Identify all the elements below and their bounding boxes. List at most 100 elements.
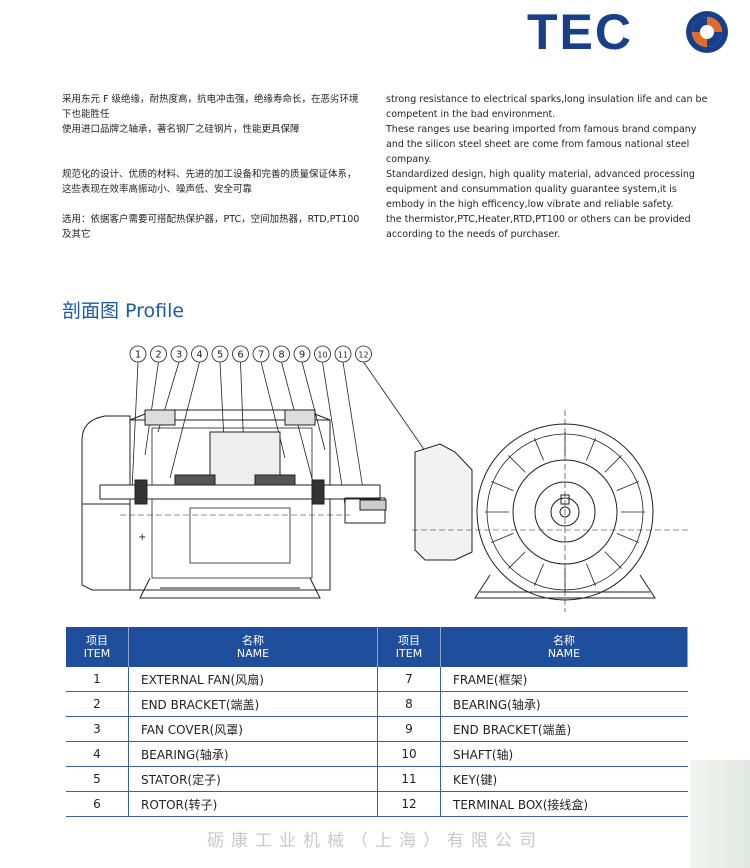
item-number: 9 bbox=[377, 716, 441, 742]
item-number: 11 bbox=[377, 766, 441, 792]
name-header-en: NAME bbox=[236, 647, 270, 660]
logo-swirl-icon bbox=[686, 11, 728, 53]
en-line: according to the needs of purchaser. bbox=[386, 229, 561, 240]
callout-leader-line bbox=[131, 361, 139, 491]
item-header: 项目 ITEM bbox=[377, 627, 441, 667]
item-header-cn: 项目 bbox=[86, 634, 108, 647]
decorative-background-shape bbox=[690, 760, 750, 868]
callout-number: 11 bbox=[338, 351, 348, 360]
callout-circle bbox=[252, 345, 270, 363]
item-header-cn: 项目 bbox=[398, 634, 420, 647]
item-number: 12 bbox=[377, 791, 441, 817]
callout-number: 9 bbox=[299, 350, 305, 361]
chinese-description-2: 规范化的设计、优质的材料、先进的加工设备和完善的质量保证体系， 这些表现在效率高… bbox=[62, 167, 357, 197]
parts-table: 项目 ITEM 名称 NAME 项目 ITEM 名称 NAME 1 EXTERN… bbox=[66, 627, 688, 817]
table-row: 1 EXTERNAL FAN(风扇) 7 FRAME(框架) bbox=[66, 667, 688, 692]
callout-circle bbox=[211, 345, 229, 363]
cooling-fin bbox=[586, 437, 596, 461]
chinese-description-3: 选用：依据客户需要可搭配热保护器，PTC，空间加热器，RTD,PT100 及其它 bbox=[62, 212, 359, 242]
callout-leader-line bbox=[363, 361, 431, 459]
callout-circle bbox=[334, 345, 352, 363]
callout-leader-line bbox=[342, 361, 366, 503]
table-row: 6 ROTOR(转子) 12 TERMINAL BOX(接线盒) bbox=[66, 791, 688, 817]
table-header-row: 项目 ITEM 名称 NAME 项目 ITEM 名称 NAME bbox=[66, 627, 688, 667]
english-description: strong resistance to electrical sparks,l… bbox=[386, 92, 707, 242]
item-name: FRAME(框架) bbox=[440, 667, 688, 692]
cn-line: 这些表现在效率高振动小、噪声低、安全可靠 bbox=[62, 184, 253, 195]
svg-text:+: + bbox=[138, 532, 146, 543]
item-number: 2 bbox=[66, 691, 129, 717]
callout-circle bbox=[150, 345, 167, 363]
cooling-fin bbox=[534, 437, 544, 461]
item-number: 7 bbox=[377, 667, 441, 692]
company-footer: 砺康工业机械（上海）有限公司 bbox=[207, 831, 543, 851]
en-line: equipment and consummation quality guara… bbox=[386, 184, 677, 195]
callout-number: 4 bbox=[196, 350, 202, 361]
cooling-fin bbox=[616, 481, 640, 491]
cooling-fin bbox=[604, 551, 622, 569]
item-number: 1 bbox=[66, 667, 129, 692]
item-number: 8 bbox=[377, 691, 441, 717]
item-name: TERMINAL BOX(接线盒) bbox=[440, 791, 688, 817]
callout-circle bbox=[314, 345, 331, 363]
callout-number: 5 bbox=[217, 350, 223, 361]
callout-leader-line bbox=[144, 361, 159, 456]
en-line: and the silicon steel sheet are come fro… bbox=[386, 139, 690, 150]
item-header: 项目 ITEM bbox=[66, 627, 129, 667]
cooling-fin bbox=[508, 455, 526, 473]
item-number: 5 bbox=[66, 766, 129, 792]
item-number: 10 bbox=[377, 741, 441, 767]
cn-line: 选用：依据客户需要可搭配热保护器，PTC，空间加热器，RTD,PT100 bbox=[62, 214, 360, 225]
en-line: company. bbox=[386, 154, 432, 165]
callout-circle bbox=[129, 345, 147, 363]
item-header-en: ITEM bbox=[395, 647, 423, 660]
chinese-description-1: 采用东元 F 级绝缘，耐热度高，抗电冲击强，绝缘寿命长，在恶劣环境 下也能胜任 … bbox=[62, 92, 359, 137]
callout-number: 3 bbox=[176, 350, 182, 361]
item-number: 3 bbox=[66, 716, 129, 742]
item-name: STATOR(定子) bbox=[128, 766, 378, 792]
item-name: KEY(键) bbox=[440, 766, 688, 792]
callout-number: 12 bbox=[358, 351, 368, 360]
cooling-fin bbox=[586, 563, 596, 587]
cooling-fin bbox=[534, 563, 544, 587]
logo-text: TEC bbox=[527, 4, 633, 60]
item-name: ROTOR(转子) bbox=[128, 791, 378, 817]
en-line: Standardized design, high quality materi… bbox=[386, 169, 695, 180]
side-section-view: + bbox=[81, 409, 387, 599]
cn-line: 采用东元 F 级绝缘，耐热度高，抗电冲击强，绝缘寿命长，在恶劣环境 bbox=[62, 94, 359, 105]
callout-circle bbox=[273, 345, 290, 363]
name-header: 名称 NAME bbox=[128, 627, 378, 667]
cooling-fin bbox=[616, 533, 640, 543]
item-header-en: ITEM bbox=[83, 647, 111, 660]
cooling-fin bbox=[490, 481, 514, 491]
callout-number: 2 bbox=[155, 350, 161, 361]
section-title: 剖面图 Profile bbox=[62, 300, 185, 322]
item-number: 6 bbox=[66, 791, 129, 817]
cn-line: 使用进口品牌之轴承，著名钢厂之硅钢片，性能更具保障 bbox=[62, 124, 300, 135]
callout-number: 6 bbox=[237, 350, 243, 361]
cn-line: 规范化的设计、优质的材料、先进的加工设备和完善的质量保证体系， bbox=[62, 169, 357, 180]
end-view bbox=[412, 410, 690, 612]
item-name: END BRACKET(端盖) bbox=[440, 716, 688, 742]
item-name: BEARING(轴承) bbox=[440, 691, 688, 717]
callout-circle bbox=[355, 345, 372, 363]
table-row: 2 END BRACKET(端盖) 8 BEARING(轴承) bbox=[66, 691, 688, 717]
item-number: 4 bbox=[66, 741, 129, 767]
callout-circle bbox=[293, 345, 311, 363]
en-line: competent in the bad environment. bbox=[386, 109, 556, 120]
en-line: These ranges use bearing imported from f… bbox=[386, 124, 697, 135]
cooling-fin bbox=[604, 455, 622, 473]
name-header-en: NAME bbox=[547, 647, 581, 660]
table-row: 3 FAN COVER(风罩) 9 END BRACKET(端盖) bbox=[66, 716, 688, 742]
callout-number: 8 bbox=[278, 350, 284, 361]
callout-leader-line bbox=[301, 361, 326, 451]
item-name: FAN COVER(风罩) bbox=[128, 716, 378, 742]
name-header-cn: 名称 bbox=[553, 634, 575, 647]
en-line: embody in the high efficency,low vibrate… bbox=[386, 199, 674, 210]
callout-number: 7 bbox=[258, 350, 264, 361]
item-name: SHAFT(轴) bbox=[440, 741, 688, 767]
cn-line: 下也能胜任 bbox=[62, 109, 110, 120]
teco-logo: TEC bbox=[527, 6, 737, 58]
